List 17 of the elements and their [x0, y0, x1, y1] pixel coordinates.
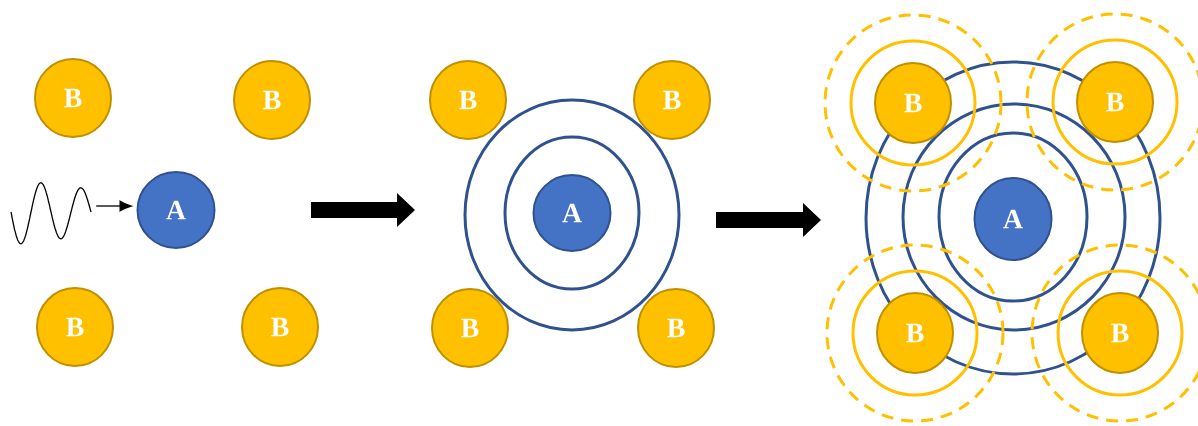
circle-node: B — [637, 288, 715, 368]
arrow — [95, 200, 132, 212]
circle-node: B — [241, 287, 319, 367]
circle-node: B — [1081, 292, 1159, 374]
circle-node: B — [874, 62, 952, 144]
wave-drawing — [10, 182, 92, 245]
circle-node: B — [1076, 61, 1154, 143]
circle-node: B — [876, 292, 954, 374]
circle-node: B — [233, 60, 311, 140]
circle-node: A — [136, 171, 216, 249]
circle-node: B — [633, 60, 711, 140]
circle-node: A — [532, 174, 612, 252]
circle-node: B — [431, 288, 509, 368]
circle-node: B — [36, 287, 114, 367]
circle-node: B — [429, 60, 507, 140]
circle-node: B — [34, 58, 112, 138]
circle-node: A — [973, 177, 1053, 261]
